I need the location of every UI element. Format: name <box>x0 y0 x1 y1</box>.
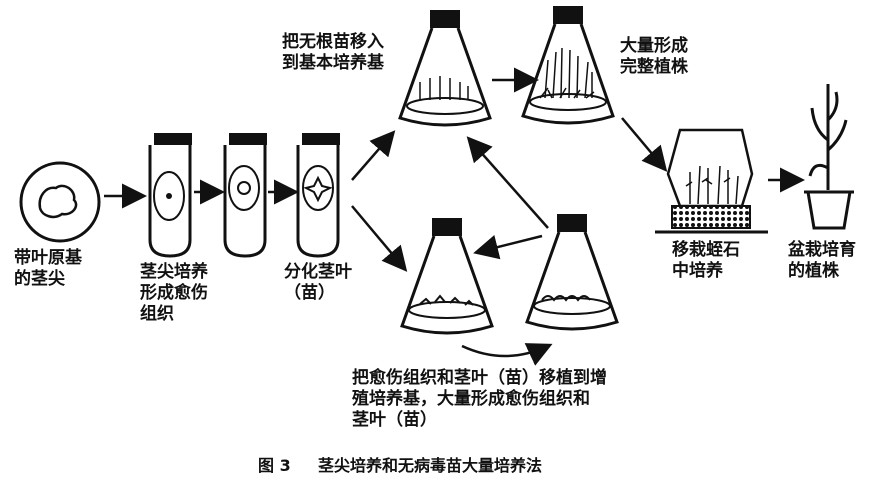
vermiculite-tray <box>655 128 768 234</box>
label-proliferation: 把愈伤组织和茎叶（苗）移植到增 殖培养基，大量形成愈伤组织和 茎叶（苗） <box>352 368 607 430</box>
flask-callus-right <box>525 214 619 331</box>
figure-title: 茎尖培养和无病毒苗大量培养法 <box>318 456 543 475</box>
flask-rootless-seedlings <box>398 10 492 127</box>
arrow-cycle-lower <box>461 343 553 366</box>
arrow-to-rooting <box>351 130 396 181</box>
label-vermiculite: 移栽蛭石 中培养 <box>672 240 740 281</box>
arrow-cycle-upper <box>473 234 543 260</box>
arrow-to-vermiculite <box>621 117 668 172</box>
test-tube-differentiated <box>296 133 340 258</box>
label-rootless-transfer: 把无根苗移入 到基本培养基 <box>282 32 384 73</box>
arrow-back-to-rooting <box>466 136 549 229</box>
potted-plant <box>804 84 854 230</box>
label-potted-plants: 盆栽培育 的植株 <box>788 240 856 281</box>
arrow-to-proliferation <box>351 205 408 272</box>
shoot-tip-dish <box>19 161 101 243</box>
figure-number: 图 3 <box>258 456 291 475</box>
test-tube-callus <box>148 133 192 258</box>
test-tube-callus-growing <box>223 133 267 258</box>
label-complete-plants: 大量形成 完整植株 <box>620 36 688 77</box>
flask-callus-left <box>400 218 494 335</box>
label-callus-formation: 茎尖培养 形成愈伤 组织 <box>140 262 208 324</box>
flask-complete-plants <box>521 6 615 125</box>
label-leaf-primordium: 带叶原基 的茎尖 <box>14 248 82 289</box>
label-differentiation: 分化茎叶 （苗） <box>284 262 352 303</box>
